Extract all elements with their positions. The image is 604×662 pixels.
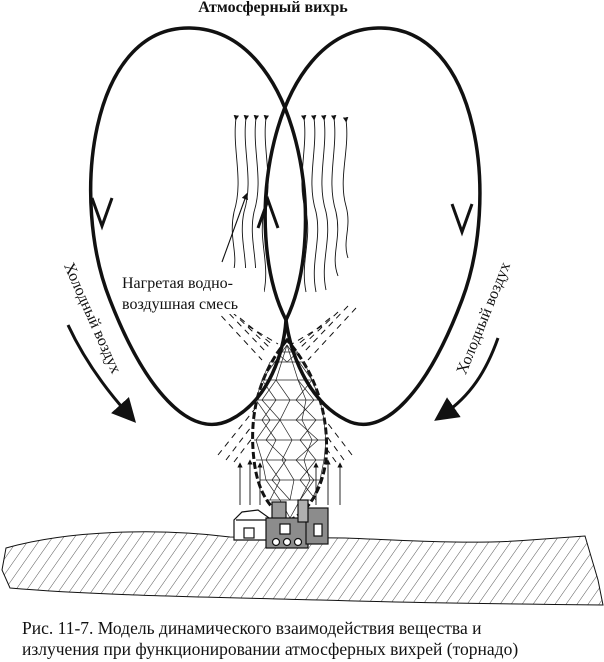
ground-strip (1, 531, 604, 606)
left-vortex-loop (88, 26, 308, 427)
buildings (233, 499, 329, 549)
rising-air-lines (231, 114, 349, 293)
cold-air-right-label: Холодный воздух (454, 260, 515, 377)
cold-air-left-arrow (66, 324, 137, 423)
diagram-title: Атмосферный вихрь (198, 0, 348, 16)
mixture-label-line1: Нагретая водно- (122, 275, 233, 292)
cold-air-right-arrow (434, 337, 500, 421)
tornado-funnel (251, 337, 329, 522)
caption-line-1: Рис. 11-7. Модель динамического взаимоде… (22, 618, 482, 638)
mixture-pointer (221, 192, 248, 263)
figure-caption: Рис. 11-7. Модель динамического взаимоде… (22, 618, 602, 660)
caption-line-2: излучения при функционировании атмосферн… (22, 639, 519, 659)
ground-updraft-arrows (237, 459, 343, 505)
cold-air-left-label: Холодный воздух (60, 260, 124, 376)
right-vortex-loop (263, 26, 482, 427)
mixture-label-line2: воздушная смесь (122, 296, 238, 313)
